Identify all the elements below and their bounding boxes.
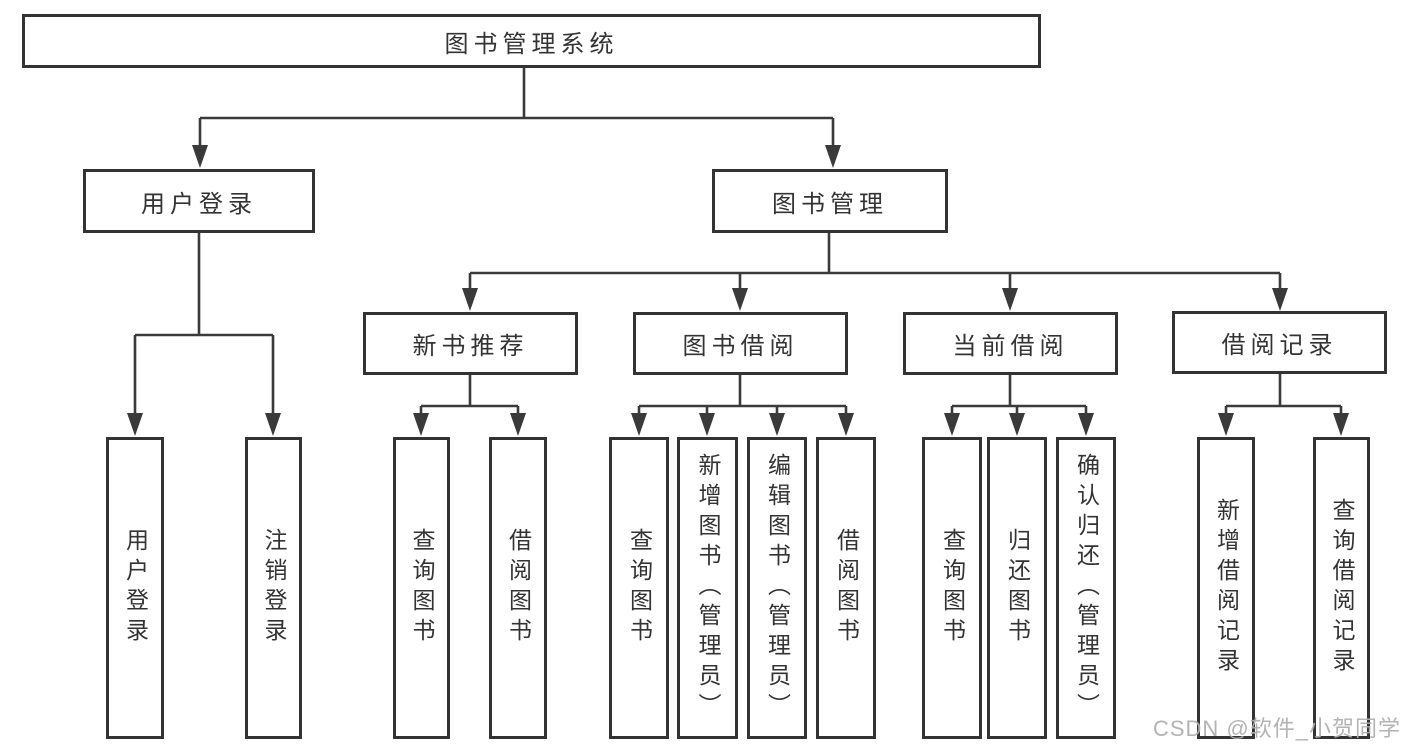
- arrowhead: [769, 413, 785, 436]
- node-logout: 注销登录: [245, 437, 302, 739]
- node-edit-book-admin: 编辑图书（管理员）: [747, 437, 807, 739]
- node-borrow-books-recommend: 借阅图书: [489, 437, 547, 739]
- connector-user-login-children: [127, 232, 281, 436]
- csdn-watermark: CSDN @软件_小贺同学: [1152, 716, 1401, 741]
- node-label: 图书管理: [772, 190, 888, 218]
- arrowhead: [265, 413, 281, 436]
- node-query-books-recommend: 查询图书: [393, 437, 450, 739]
- node-login: 用户登录: [106, 437, 164, 739]
- node-label: 新书推荐: [412, 333, 529, 360]
- node-new-book-recommend: 新书推荐: [363, 312, 578, 375]
- node-label: 确认归还（管理员）: [1073, 453, 1100, 723]
- arrowhead: [1009, 413, 1025, 436]
- node-borrow-records: 借阅记录: [1172, 311, 1387, 374]
- arrowhead: [944, 413, 960, 436]
- arrowhead: [1078, 413, 1094, 436]
- node-user-login-module: 用户登录: [83, 169, 315, 233]
- connector-current-borrow-children: [944, 375, 1094, 436]
- arrowhead: [631, 413, 647, 436]
- node-query-borrow-record: 查询借阅记录: [1313, 437, 1370, 739]
- node-label: 图书管理系统: [444, 30, 619, 58]
- arrowhead: [838, 413, 854, 436]
- node-label: 用户登录: [122, 528, 149, 648]
- node-add-borrow-record: 新增借阅记录: [1197, 437, 1255, 739]
- node-label: 编辑图书（管理员）: [764, 453, 791, 723]
- arrowhead: [192, 145, 208, 168]
- node-return-books: 归还图书: [987, 437, 1047, 739]
- node-book-borrow: 图书借阅: [633, 312, 848, 375]
- arrowhead: [1002, 288, 1018, 311]
- arrowhead: [1272, 288, 1288, 311]
- connector-book-borrow-children: [631, 375, 854, 436]
- arrowhead: [413, 413, 429, 436]
- node-add-book-admin: 新增图书（管理员）: [677, 437, 738, 739]
- node-label: 借阅记录: [1221, 332, 1338, 359]
- arrowhead: [699, 413, 715, 436]
- arrowhead: [1218, 413, 1234, 436]
- node-label: 查询借阅记录: [1329, 498, 1355, 678]
- node-label: 查询图书: [626, 528, 653, 648]
- arrowhead: [732, 288, 748, 311]
- node-label: 归还图书: [1004, 528, 1031, 648]
- connector-new-book-recommend-children: [413, 375, 526, 436]
- arrowhead: [462, 288, 478, 311]
- node-query-books-current: 查询图书: [922, 437, 982, 739]
- node-label: 新增图书（管理员）: [695, 453, 721, 723]
- node-label: 查询图书: [939, 528, 966, 648]
- arrowhead: [1333, 413, 1349, 436]
- node-label: 用户登录: [141, 190, 257, 218]
- arrowhead: [825, 145, 841, 168]
- connector-root-to-modules: [192, 67, 841, 168]
- node-label: 查询图书: [409, 528, 435, 648]
- connector-borrow-records-children: [1218, 374, 1349, 436]
- node-query-books-borrow: 查询图书: [609, 437, 669, 739]
- connector-book-management-sections: [462, 232, 1288, 311]
- node-label: 借阅图书: [833, 528, 860, 648]
- node-label: 注销登录: [261, 528, 287, 648]
- node-current-borrow: 当前借阅: [903, 312, 1118, 375]
- node-label: 借阅图书: [505, 528, 532, 648]
- arrowhead: [127, 413, 143, 436]
- node-borrow-books: 借阅图书: [816, 437, 876, 739]
- arrowhead: [510, 413, 526, 436]
- node-book-management-module: 图书管理: [712, 169, 948, 233]
- node-label: 图书借阅: [682, 333, 799, 360]
- node-library-management-system: 图书管理系统: [22, 14, 1041, 68]
- node-confirm-return-admin: 确认归还（管理员）: [1056, 437, 1116, 739]
- node-label: 新增借阅记录: [1213, 498, 1240, 678]
- node-label: 当前借阅: [952, 333, 1069, 360]
